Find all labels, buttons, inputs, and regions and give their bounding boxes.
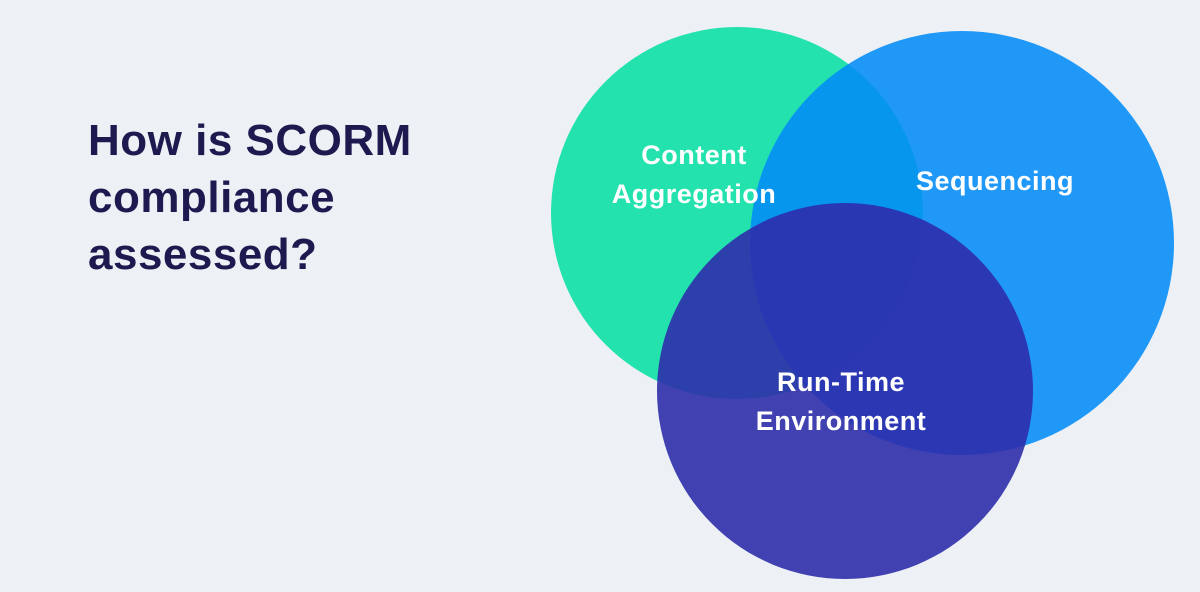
venn-label-content-aggregation: Content Aggregation — [611, 140, 777, 209]
page-title: How is SCORM compliance assessed? — [88, 116, 412, 279]
venn-label-run-time-environment: Run-Time Environment — [755, 367, 927, 436]
venn-label-sequencing: Sequencing — [915, 165, 1075, 196]
venn-circle-run-time-environment — [657, 203, 1033, 579]
